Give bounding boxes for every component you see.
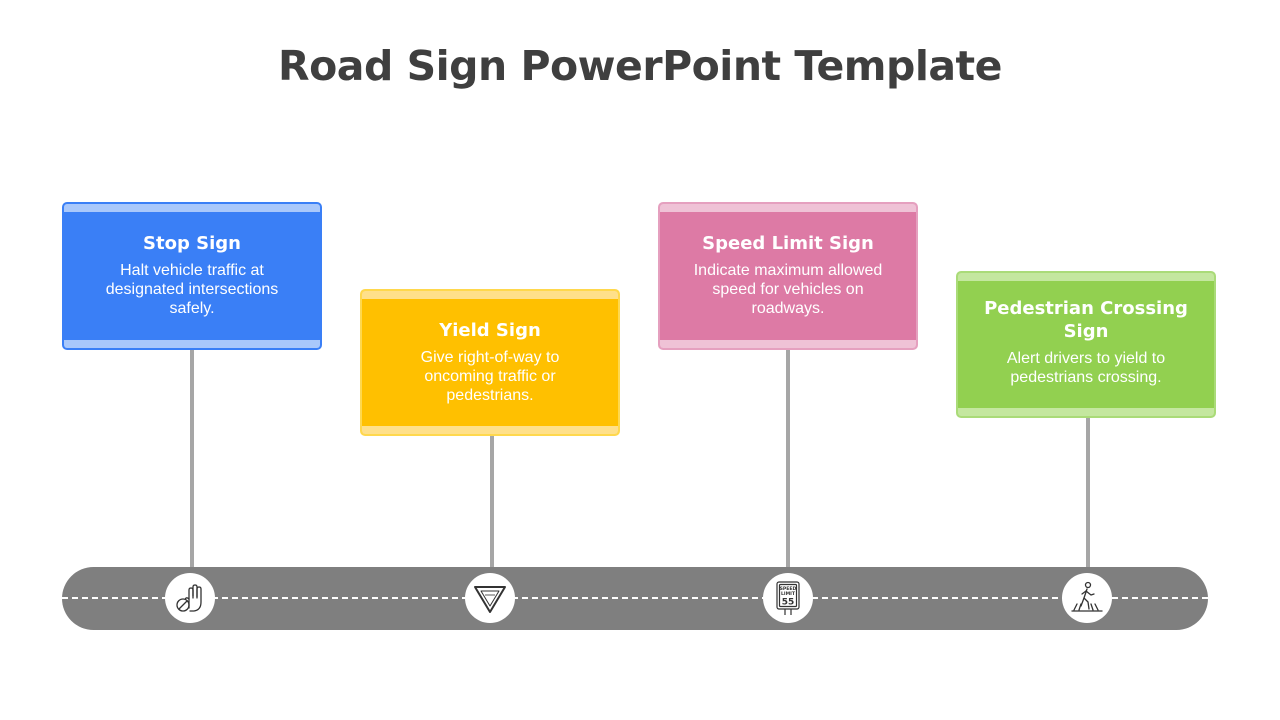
timeline-node-pedestrian	[1062, 573, 1112, 623]
speed-limit-sign-icon: SPEED LIMIT 55	[776, 581, 800, 615]
step-card-stop-sign: Stop Sign Halt vehicle traffic at design…	[62, 202, 322, 350]
card-description: Alert drivers to yield to pedestrians cr…	[1006, 350, 1166, 386]
card-description: Indicate maximum allowed speed for vehic…	[693, 262, 883, 317]
speed-sign-text-mid: LIMIT	[781, 591, 796, 597]
connector-stem-1	[190, 347, 194, 573]
card-title: Pedestrian Crossing Sign	[984, 298, 1188, 342]
road-lane-markings	[62, 597, 1208, 599]
step-card-pedestrian-crossing-sign: Pedestrian Crossing Sign Alert drivers t…	[956, 271, 1216, 418]
step-card-yield-sign: Yield Sign Give right-of-way to oncoming…	[360, 289, 620, 436]
card-bottom-band	[362, 426, 618, 434]
connector-stem-3	[786, 347, 790, 573]
speed-sign-value: 55	[782, 598, 795, 608]
timeline-node-stop	[165, 573, 215, 623]
timeline-node-yield	[465, 573, 515, 623]
card-description: Give right-of-way to oncoming traffic or…	[420, 349, 560, 404]
step-card-speed-limit-sign: Speed Limit Sign Indicate maximum allowe…	[658, 202, 918, 350]
stop-hand-icon	[176, 584, 202, 612]
card-title: Stop Sign	[143, 233, 241, 254]
card-bottom-band	[660, 340, 916, 348]
card-bottom-band	[64, 340, 320, 348]
yield-sign-icon	[474, 586, 506, 613]
pedestrian-crossing-icon	[1071, 581, 1103, 612]
card-top-band	[362, 291, 618, 299]
card-description: Halt vehicle traffic at designated inter…	[105, 262, 279, 317]
card-top-band	[64, 204, 320, 212]
card-top-band	[660, 204, 916, 212]
page-title: Road Sign PowerPoint Template	[278, 42, 1002, 90]
road-timeline	[62, 567, 1208, 630]
speed-sign-text-top: SPEED	[780, 586, 797, 592]
card-title: Yield Sign	[439, 320, 541, 341]
card-title: Speed Limit Sign	[702, 233, 874, 254]
timeline-node-speed-limit: SPEED LIMIT 55	[763, 573, 813, 623]
connector-stem-2	[490, 433, 494, 573]
card-top-band	[958, 273, 1214, 281]
connector-stem-4	[1086, 415, 1090, 573]
card-bottom-band	[958, 408, 1214, 416]
